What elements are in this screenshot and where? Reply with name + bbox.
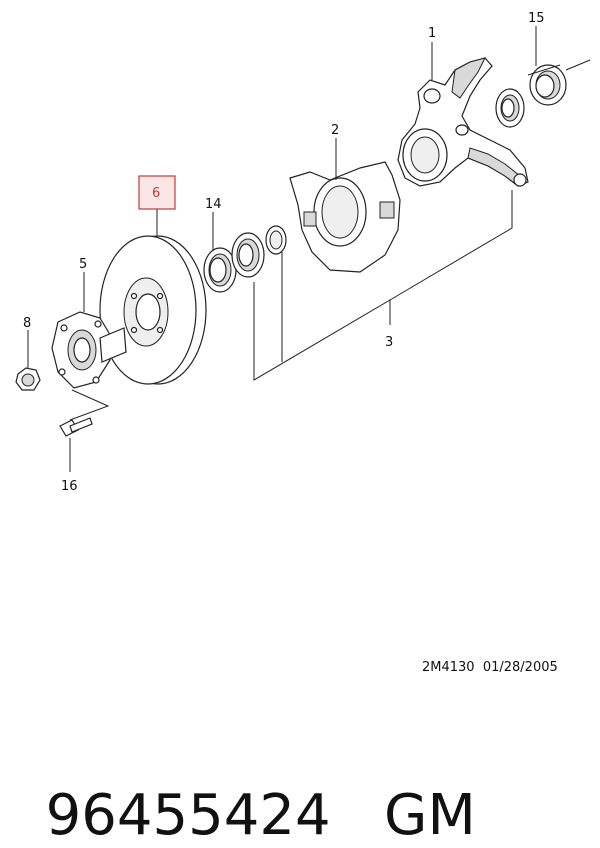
callout-14: 14 [205,197,222,212]
callout-2: 2 [331,123,339,138]
dust-shield [289,161,401,273]
highlight-box [138,175,176,210]
hub-seal [203,247,237,293]
wheel-nut [15,367,41,391]
wheel-hub [51,311,127,389]
brand-name: GM [384,783,476,848]
callout-3: 3 [385,335,393,350]
callout-16: 16 [61,479,78,494]
callout-6[interactable]: 6 [152,186,160,201]
part-number-label: 96455424 GM [10,718,476,848]
brake-disc [99,235,207,385]
outer-bearing [495,88,525,128]
callout-1: 1 [428,26,436,41]
callout-15: 15 [528,11,545,26]
seal [527,59,591,106]
callout-5: 5 [79,257,87,272]
callout-8: 8 [23,316,31,331]
inner-bearing [231,225,287,278]
exploded-parts-diagram: 1 15 2 14 5 8 3 16 6 [15,11,591,494]
callouts: 1 15 2 14 5 8 3 16 6 [23,11,545,494]
part-number: 96455424 [45,783,331,848]
steering-knuckle [397,57,529,187]
leader-lines [27,26,537,472]
drawing-code: 2M4130 01/28/2005 [422,660,558,675]
wheel-bolt [59,417,93,437]
